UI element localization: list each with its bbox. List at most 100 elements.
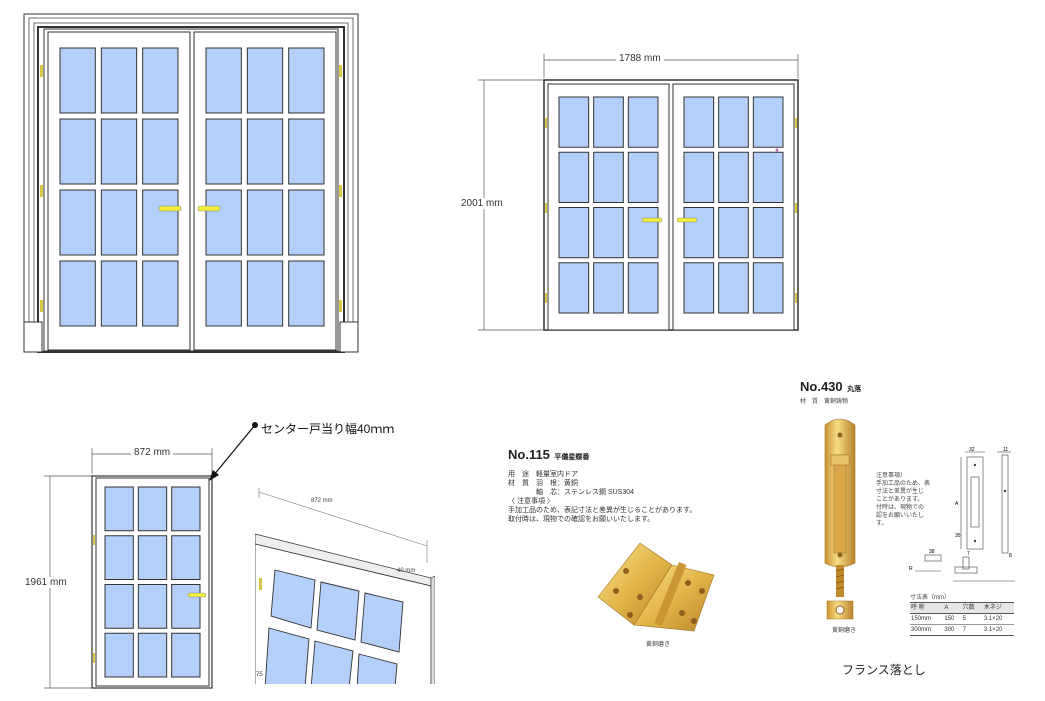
dimension-height-single: 1961 mm [22, 577, 70, 588]
hinge-icon [339, 185, 342, 197]
glass-pane [104, 584, 134, 629]
single-door-drawing [44, 448, 213, 689]
bolt-caption: 黄銅磨き [832, 628, 857, 634]
glass-pane [683, 151, 715, 203]
hinge-spec-line: 用 途 軽量室内ドア [508, 471, 578, 478]
glass-pane [288, 118, 325, 185]
glass-pane [558, 207, 590, 259]
dimension-width-top: 1788 mm [616, 53, 664, 64]
glass-pane [205, 118, 242, 185]
glass-pane [142, 118, 179, 185]
drawing-label: 8 [1009, 553, 1012, 559]
glass-pane [752, 207, 784, 259]
bolt-material: 材 質 黄銅鋳物 [800, 399, 849, 405]
perspective-depth-label: 40 mm [397, 568, 416, 574]
drawing-label: R [909, 566, 913, 572]
glass-pane [100, 260, 138, 327]
handle-icon [187, 592, 207, 598]
glass-pane [104, 632, 134, 678]
glass-pane [59, 260, 96, 327]
glass-pane [683, 207, 715, 259]
bolt-technical-drawing: 32 11 A 38 R 7 8 35 [909, 447, 1015, 582]
glass-pane [752, 96, 784, 148]
glass-pane [205, 260, 242, 327]
glass-pane [558, 262, 590, 314]
hinge-spec-block: No.115 平儀星蝶番 用 途 軽量室内ドア 材 質 羽 根：黄銅 軸 芯：ス… [508, 446, 698, 524]
glass-pane [752, 262, 784, 314]
glass-pane [752, 151, 784, 203]
handle-icon [158, 205, 182, 212]
bolt-photo [824, 418, 856, 620]
glass-pane [718, 207, 749, 259]
glass-pane [59, 189, 96, 256]
glass-pane [288, 260, 325, 327]
glass-pane [627, 96, 659, 148]
hinge-spec-line: 〈 注意事項 〉 [508, 498, 554, 505]
glass-pane [718, 262, 749, 314]
glass-pane [246, 47, 284, 114]
glass-pane [288, 47, 325, 114]
hinge-icon [339, 65, 342, 77]
glass-pane [137, 584, 168, 629]
glass-pane [171, 584, 201, 629]
glass-pane [593, 96, 624, 148]
callout-arrow [209, 422, 258, 481]
glass-pane [288, 189, 325, 256]
perspective-width-label: 872 mm [311, 498, 333, 504]
glass-pane [593, 207, 624, 259]
drawing-label: 32 [969, 447, 975, 453]
hinge-spec-line: 取付時は、現物での確認をお願いいたします。 [508, 516, 655, 523]
perspective-corner-label: 75 [256, 672, 263, 678]
hinge-name: 平儀星蝶番 [554, 454, 590, 461]
drawing-label: 11 [1003, 447, 1008, 453]
bolt-label: フランス落とし [842, 663, 926, 677]
dimension-width-single: 872 mm [131, 447, 174, 458]
hinge-icon [339, 300, 342, 312]
glass-pane [718, 151, 749, 203]
glass-pane [627, 262, 659, 314]
glass-pane [593, 151, 624, 203]
glass-pane [246, 260, 284, 327]
glass-pane [171, 632, 201, 678]
glass-pane [100, 189, 138, 256]
hinge-spec-line: 軸 芯：ステンレス鋼 SUS304 [508, 489, 635, 496]
glass-pane [558, 96, 590, 148]
glass-pane [137, 632, 168, 678]
glass-pane [593, 262, 624, 314]
bolt-model: No.430 [800, 379, 843, 394]
glass-pane [246, 118, 284, 185]
table-row: 300mm 300 7 3.1×20 [910, 625, 1014, 636]
handle-icon [197, 205, 221, 212]
callout-center-stop: センター戸当り幅40ｍｍ [261, 422, 395, 436]
glass-pane [59, 118, 96, 185]
glass-pane [137, 486, 168, 532]
glass-pane [683, 96, 715, 148]
glass-pane [142, 47, 179, 114]
hinge-model: No.115 [508, 447, 550, 462]
hinge-spec-line: 手加工品のため、表記寸法と差異が生じることがあります。 [508, 507, 697, 514]
bolt-title: No.430 丸落 [800, 378, 861, 396]
bolt-size-table: 寸法表（mm） 呼 称 A 穴数 木ネジ 150mm 150 5 3.1×20 … [910, 594, 1014, 636]
hinge-icon [40, 65, 43, 77]
bolt-notes: 注意事項） 手加工品のため、表 寸法と差異が生じ ことがあります。 付時は、現物… [876, 473, 931, 527]
double-door-dimension-drawing [478, 54, 799, 331]
dimension-height-top: 2001 mm [458, 198, 506, 209]
hinge-icon [40, 300, 43, 312]
handle-icon [676, 217, 698, 223]
hinge-icon [40, 185, 43, 197]
glass-pane [558, 151, 590, 203]
hinge-spec-line: 材 質 羽 根：黄銅 [508, 480, 578, 487]
glass-pane [104, 486, 134, 532]
table-row: 150mm 150 5 3.1×20 [910, 614, 1014, 625]
glass-pane [142, 189, 179, 256]
double-door-casing-drawing [23, 13, 359, 353]
drawing-label: 7 [967, 551, 970, 557]
hinge-photo [597, 542, 715, 632]
perspective-detail-drawing [255, 488, 435, 684]
glass-pane [142, 260, 179, 327]
glass-pane [246, 189, 284, 256]
table-header-row: 呼 称 A 穴数 木ネジ [910, 602, 1014, 614]
glass-pane [171, 535, 201, 580]
glass-pane [137, 535, 168, 580]
bolt-name: 丸落 [847, 386, 862, 393]
